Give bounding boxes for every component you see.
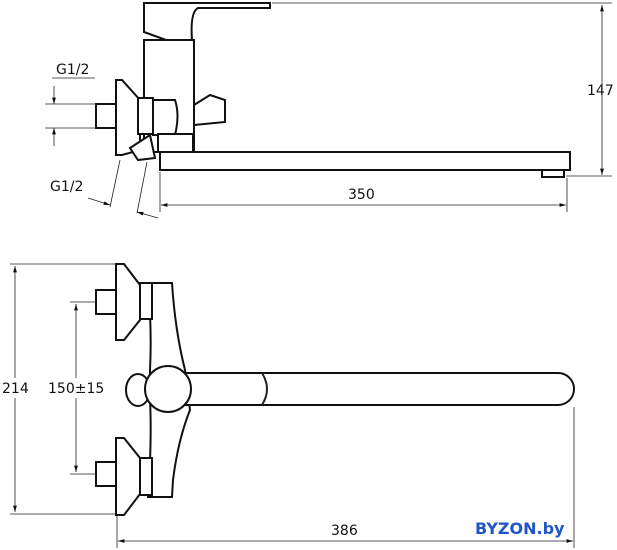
height-dimension-label: 147 — [587, 83, 614, 99]
top-view: 214 150±15 386 — [2, 263, 575, 548]
thread-label-bottom: G1/2 — [50, 179, 83, 195]
inlet-spacing-dimension-label: 150±15 — [48, 381, 104, 397]
wall-plate-top — [115, 263, 141, 341]
inlet-connector — [95, 103, 117, 129]
overall-length-dimension-label: 386 — [331, 523, 358, 539]
eccentric-nut — [137, 97, 154, 135]
spout-top — [184, 372, 575, 406]
watermark-logo: BYZON.by — [475, 519, 565, 538]
inlet-connector-top — [95, 289, 117, 315]
aerator — [541, 169, 565, 178]
lever-handle — [143, 2, 271, 41]
side-view: G1/2 G1/2 147 350 — [45, 2, 614, 219]
spout-collar — [157, 133, 194, 153]
thread-label-top: G1/2 — [56, 62, 89, 78]
inlet-connector-bottom — [95, 461, 117, 487]
spout-reach-dimension-label: 350 — [348, 187, 375, 203]
side-knob — [193, 93, 226, 127]
nut-bottom — [139, 457, 153, 496]
diverter-knob — [152, 99, 179, 136]
overall-height-dimension-label: 214 — [2, 381, 29, 397]
nut-top — [139, 282, 153, 320]
lower-connector — [128, 133, 157, 162]
handle-disc — [144, 365, 192, 413]
wall-plate-bottom — [115, 437, 141, 516]
spout — [159, 151, 571, 171]
